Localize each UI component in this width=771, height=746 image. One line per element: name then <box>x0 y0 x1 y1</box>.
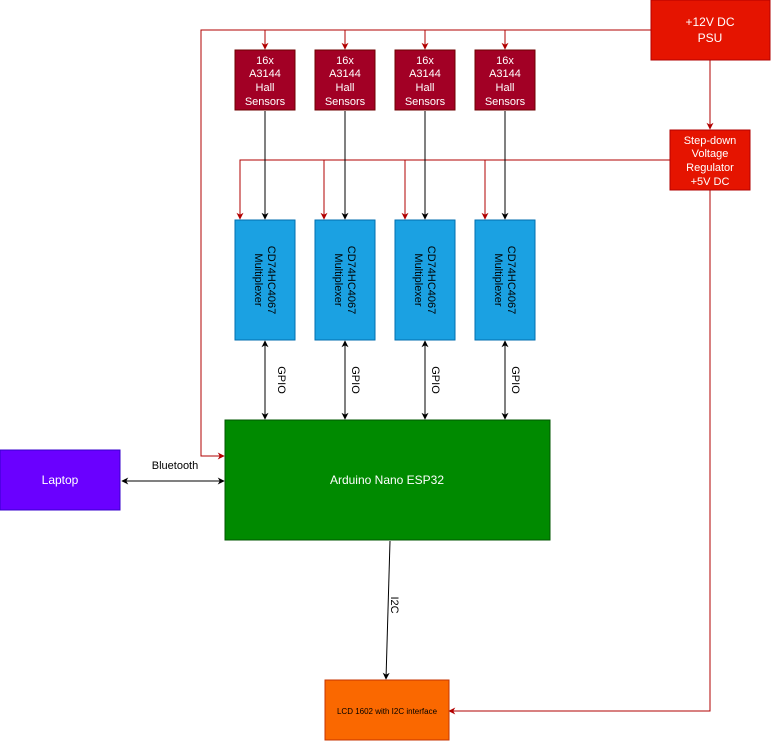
mux-4-label-line-1: CD74HC4067 <box>505 246 517 314</box>
sensor-3-label-line-4: Sensors <box>405 96 446 108</box>
bluetooth-label: Bluetooth <box>152 460 198 472</box>
gpio-label-3: GPIO <box>429 366 441 394</box>
i2c-line <box>382 540 391 680</box>
sensor-4-label-line-1: 16x <box>496 55 514 67</box>
mux-3-label-line-1: CD74HC4067 <box>425 246 437 314</box>
mux-1-label-line-1: CD74HC4067 <box>265 246 277 314</box>
sensor-4-label-line-2: A3144 <box>489 68 521 80</box>
multiplexer-block-3: CD74HC4067 Multiplexer <box>394 219 456 341</box>
sensor-2-label-line-4: Sensors <box>325 96 366 108</box>
mux-4-label-line-2: Multiplexer <box>492 253 504 307</box>
i2c-label: I2C <box>388 596 400 613</box>
gpio-label-2: GPIO <box>349 366 361 394</box>
regulator-label-line-3: Regulator <box>686 162 734 174</box>
multiplexer-block-4: CD74HC4067 Multiplexer <box>474 219 536 341</box>
power-wiring <box>200 29 714 715</box>
lcd-label: LCD 1602 with I2C interface <box>337 707 438 716</box>
psu-label-line-2: PSU <box>698 31 723 45</box>
hall-sensor-block-2: 16x A3144 Hall Sensors <box>314 49 376 111</box>
sensor-3-label-line-3: Hall <box>416 82 435 94</box>
sensor-1-label-line-3: Hall <box>256 82 275 94</box>
sensor-4-label-line-4: Sensors <box>485 96 526 108</box>
hall-sensor-block-1: 16x A3144 Hall Sensors <box>234 49 296 111</box>
sensor-2-label-line-3: Hall <box>336 82 355 94</box>
psu-block: +12V DC PSU <box>650 0 771 61</box>
sensor-1-label-line-4: Sensors <box>245 96 286 108</box>
arduino-label: Arduino Nano ESP32 <box>330 473 444 487</box>
sensor-2-label-line-1: 16x <box>336 55 354 67</box>
lcd-block: LCD 1602 with I2C interface <box>324 679 450 741</box>
mux-1-label-line-2: Multiplexer <box>252 253 264 307</box>
multiplexer-block-1: CD74HC4067 Multiplexer <box>234 219 296 341</box>
hall-sensor-block-4: 16x A3144 Hall Sensors <box>474 49 536 111</box>
hall-sensor-block-3: 16x A3144 Hall Sensors <box>394 49 456 111</box>
regulator-bus-line <box>236 159 670 220</box>
sensor-3-label-line-1: 16x <box>416 55 434 67</box>
regulator-label-line-1: Step-down <box>684 135 737 147</box>
sensor-2-label-line-2: A3144 <box>329 68 361 80</box>
psu-bus-line <box>200 29 651 460</box>
sensor-4-label-line-3: Hall <box>496 82 515 94</box>
regulator-block: Step-down Voltage Regulator +5V DC <box>669 129 751 191</box>
gpio-label-1: GPIO <box>275 366 287 394</box>
sensor-1-label-line-1: 16x <box>256 55 274 67</box>
laptop-block: Laptop <box>0 449 121 511</box>
mux-3-label-line-2: Multiplexer <box>412 253 424 307</box>
laptop-label: Laptop <box>42 473 79 487</box>
mux-2-label-line-2: Multiplexer <box>332 253 344 307</box>
sensor-3-label-line-2: A3144 <box>409 68 441 80</box>
regulator-label-line-4: +5V DC <box>691 176 730 188</box>
sensor-1-label-line-2: A3144 <box>249 68 281 80</box>
psu-label-line-1: +12V DC <box>685 15 734 29</box>
mux-2-label-line-1: CD74HC4067 <box>345 246 357 314</box>
arduino-block: Arduino Nano ESP32 <box>224 419 551 541</box>
signal-wiring <box>121 111 509 680</box>
gpio-label-4: GPIO <box>509 366 521 394</box>
multiplexer-block-2: CD74HC4067 Multiplexer <box>314 219 376 341</box>
regulator-label-line-2: Voltage <box>692 148 729 160</box>
regulator-to-lcd-line <box>448 190 711 715</box>
